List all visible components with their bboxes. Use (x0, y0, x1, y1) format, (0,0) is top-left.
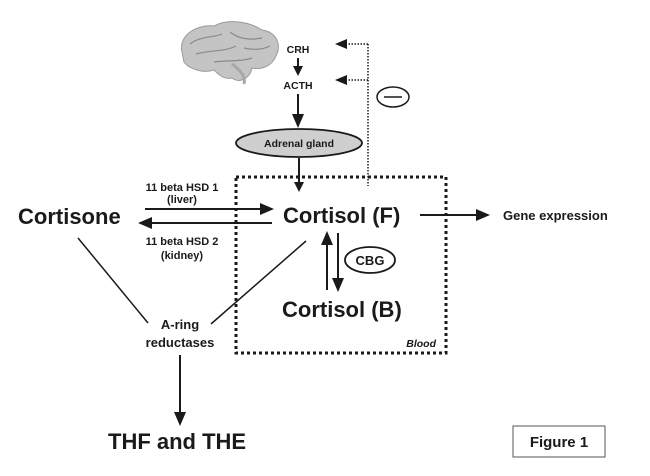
cortisone-to-aring-line (77, 237, 149, 324)
hsd1-label-line1: 11 beta HSD 1 (146, 182, 219, 194)
aring-label-line2: reductases (146, 335, 215, 350)
blood-compartment (234, 175, 448, 355)
cortisol-bound-label: Cortisol (B) (282, 297, 402, 322)
gene-expression-label: Gene expression (503, 208, 608, 223)
thf-the-label: THF and THE (108, 429, 246, 454)
cortisol-to-aring-line (210, 240, 307, 325)
cortisol-free-label: Cortisol (F) (283, 203, 400, 228)
brain-icon (180, 21, 279, 85)
blood-label: Blood (406, 338, 436, 350)
negative-feedback-symbol (376, 86, 410, 108)
acth-label: ACTH (283, 80, 312, 92)
figure-label: Figure 1 (530, 434, 588, 451)
cortisone-label: Cortisone (18, 204, 121, 229)
cbg-node: CBG (344, 246, 396, 274)
adrenal-gland-label: Adrenal gland (264, 138, 334, 150)
hsd2-label-line2: (kidney) (161, 250, 204, 262)
figure-label-box: Figure 1 (512, 425, 606, 458)
cbg-label: CBG (356, 253, 385, 268)
crh-label: CRH (287, 44, 310, 56)
adrenal-gland-node: Adrenal gland (235, 128, 363, 158)
hsd1-label-line2: (liver) (167, 194, 197, 206)
negative-feedback-loop (335, 39, 369, 186)
hsd2-label-line1: 11 beta HSD 2 (146, 236, 219, 248)
aring-label-line1: A-ring (161, 317, 199, 332)
